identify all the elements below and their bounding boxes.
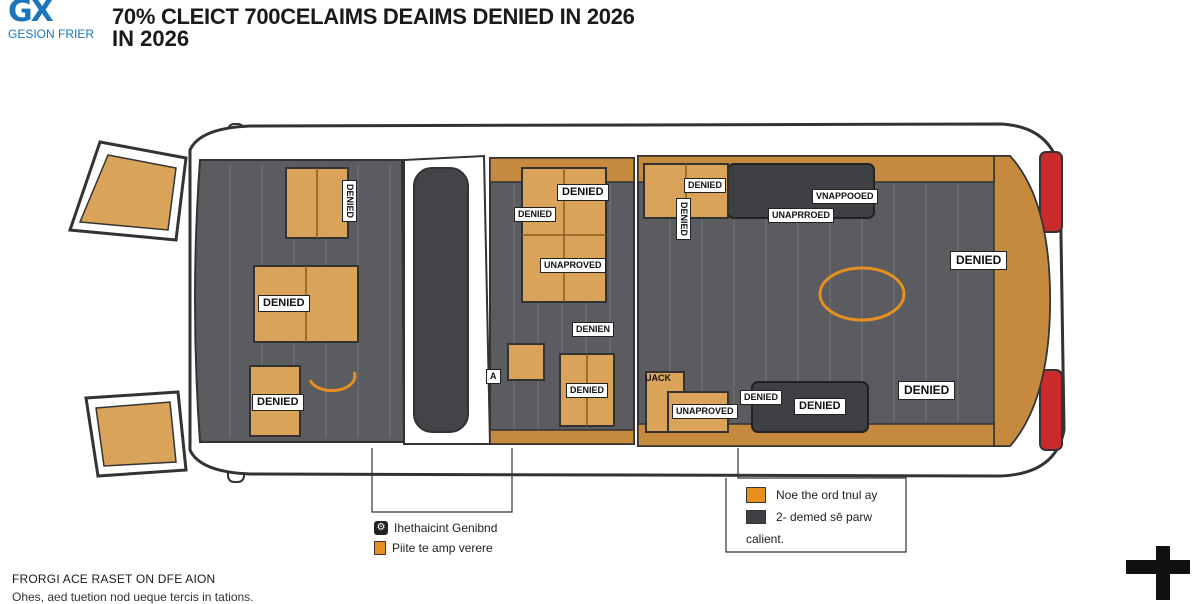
legend-item: Noe the ord tnul ay [746, 484, 877, 506]
logo-text: GESION FRIER [8, 27, 95, 41]
legend-right: Noe the ord tnul ay 2- demed sē parw cal… [746, 484, 877, 550]
gear-icon: ⚙ [374, 521, 388, 535]
label-denied-case: DENIED [794, 398, 846, 415]
label-denied-rear-right: DENIED [950, 251, 1008, 270]
label-denied-box-6: DENIED [566, 383, 609, 398]
label-vertical: DENIED [676, 198, 691, 241]
company-logo: GX GESION FRIER [8, 0, 108, 46]
legend-text: 2- demed sē parw [776, 510, 873, 524]
box-5 [507, 343, 545, 381]
left-open-door-top [67, 140, 188, 242]
tail-light-top [1039, 151, 1063, 233]
label-denied-mid: DENIED [514, 207, 557, 222]
left-open-door-bottom [84, 390, 188, 478]
label-denied-box-7: DENIED [684, 178, 727, 193]
highlight-circle [818, 266, 906, 322]
seat-bench [413, 167, 469, 433]
label-denien: DENIEN [572, 322, 615, 337]
legend-item: 2- demed sē parw [746, 506, 877, 528]
legend-item: ⚙ Ihethaicint Genibnd [374, 518, 497, 538]
label-denied-box-2: DENIED [258, 295, 310, 312]
label-denied-box-3: DENIED [252, 394, 304, 411]
label-vnappooed: VNAPPOOED [812, 189, 878, 204]
legend-text: Noe the ord tnul ay [776, 488, 878, 502]
label-denied-box-4: DENIED [557, 184, 609, 201]
legend-item: Piite te amp verere [374, 538, 497, 558]
label-unaprroed: UNAPRROED [768, 208, 835, 223]
box-icon [374, 541, 386, 555]
tail-light-bottom [1039, 369, 1063, 451]
box-icon [746, 487, 766, 503]
label-unaproved-box-4: UNAPROVED [540, 258, 606, 273]
legend-text: Piite te amp verere [392, 541, 493, 555]
label-a: A [486, 369, 501, 384]
page-title: 70% CLEICT 700CELAIMS DEAIMS DENIED IN 2… [112, 4, 635, 29]
legend-item: calient. [746, 528, 877, 550]
legend-text: calient. [746, 532, 785, 546]
label-denied-case-left: DENIED [740, 390, 783, 405]
logo-mark: GX [8, 0, 54, 29]
footer-text: Ohes, aed tuetion nod ueque tercis in ta… [12, 590, 254, 604]
legend-right-callout [725, 448, 907, 553]
label-uack: UACK [645, 373, 671, 383]
box-icon [746, 510, 766, 524]
label-denied-rear-bottom: DENIED [898, 381, 956, 400]
legend-left: ⚙ Ihethaicint Genibnd Piite te amp verer… [374, 518, 497, 558]
page-title-line2: IN 2026 [112, 26, 190, 51]
highlight-arc [308, 371, 357, 393]
label-box-1: DENIED [342, 180, 357, 223]
plus-icon[interactable] [1126, 546, 1190, 600]
legend-left-callout [371, 448, 513, 513]
footer-heading: FRORGI ACE RASET ON DFE AION [12, 572, 216, 586]
label-unaproved-box-9: UNAPROVED [672, 404, 738, 419]
legend-text: Ihethaicint Genibnd [394, 521, 498, 535]
